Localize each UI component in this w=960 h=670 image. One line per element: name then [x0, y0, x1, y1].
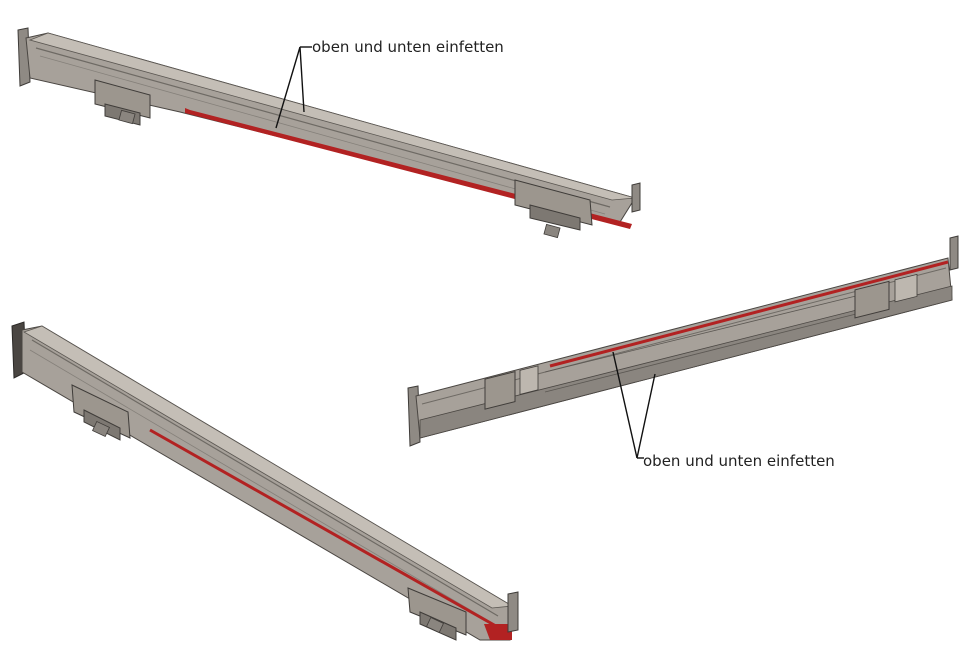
callout-top-label: oben und unten einfetten: [312, 38, 504, 56]
callout-top: oben und unten einfetten: [275, 38, 504, 129]
rail-bottom-slider-right: [407, 587, 467, 641]
rail-right-slider-left: [484, 365, 539, 410]
rail-right: [407, 235, 959, 447]
rail-right-slider-right: [854, 273, 918, 319]
callout-right-label: oben und unten einfetten: [643, 452, 835, 470]
rail-top-slider-right: [514, 179, 593, 239]
rail-top-slider-left: [94, 79, 151, 126]
rail-top: [17, 27, 641, 239]
rail-right-grease-strip: [549, 260, 949, 368]
callout-top-leader-2: [299, 46, 305, 113]
callout-right: oben und unten einfetten: [612, 351, 835, 470]
rail-bottom: [11, 321, 519, 641]
rail-right-end-hook: [949, 235, 959, 271]
rail-bottom-end-bracket: [507, 591, 519, 633]
callout-right-leader-2: [636, 373, 656, 459]
rail-bottom-grease-strip: [149, 428, 511, 636]
rail-bottom-slider-left: [71, 384, 131, 441]
callout-top-leader-1: [275, 46, 301, 129]
callout-right-leader-1: [612, 351, 638, 459]
rail-top-end-bracket: [631, 182, 641, 213]
